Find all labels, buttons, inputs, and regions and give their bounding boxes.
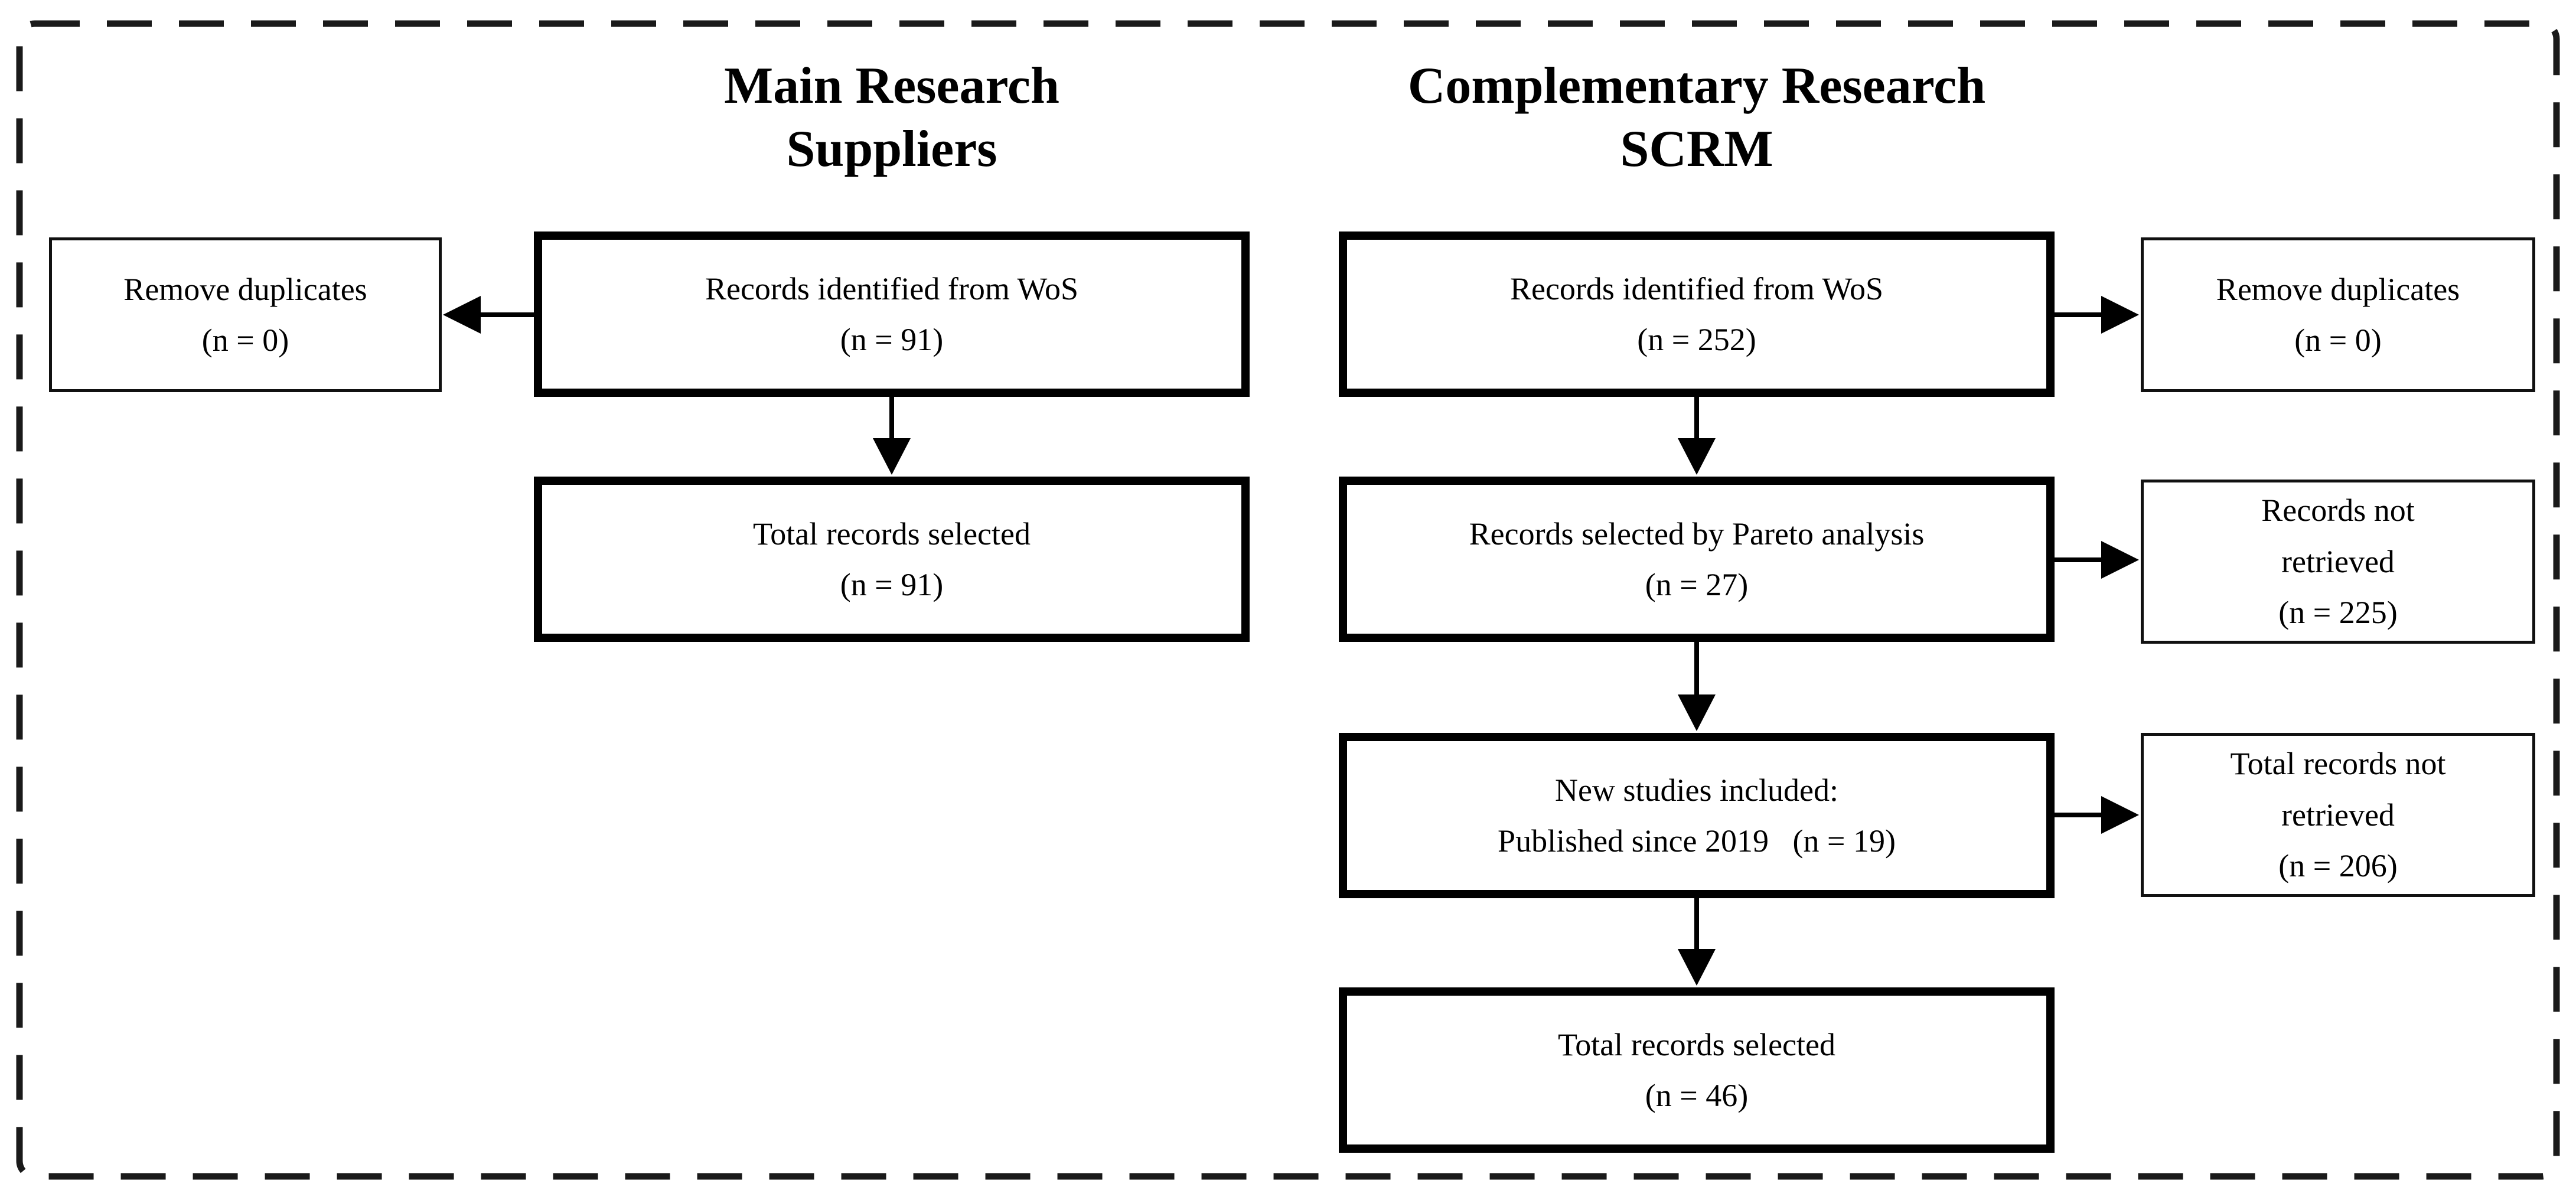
arrow-new-studies-to-total-not-retrieved bbox=[2053, 796, 2139, 834]
box-main-remove-duplicates: Remove duplicates (n = 0) bbox=[49, 237, 442, 392]
main-column-title: Main Research Suppliers bbox=[724, 57, 1059, 178]
box-scrm-pareto-selected: Records selected by Pareto analysis (n =… bbox=[1339, 477, 2055, 642]
box-scrm-total-not-retrieved: Total records not retrieved (n = 206) bbox=[2141, 733, 2535, 897]
box-main-total-selected-label: Total records selected (n = 91) bbox=[753, 516, 1031, 602]
box-scrm-remove-duplicates: Remove duplicates (n = 0) bbox=[2141, 237, 2535, 392]
box-scrm-records-identified: Records identified from WoS (n = 252) bbox=[1339, 231, 2055, 397]
box-scrm-remove-duplicates-label: Remove duplicates (n = 0) bbox=[2216, 271, 2460, 358]
arrow-new-studies-to-total-selected bbox=[1678, 897, 1716, 986]
scrm-column-title: Complementary Research SCRM bbox=[1407, 57, 1986, 178]
box-main-records-identified-label: Records identified from WoS (n = 91) bbox=[705, 270, 1079, 357]
arrow-main-to-total-selected bbox=[873, 396, 911, 475]
box-scrm-total-not-retrieved-label: Total records not retrieved (n = 206) bbox=[2230, 746, 2446, 884]
arrow-scrm-to-remove-duplicates bbox=[2053, 296, 2139, 334]
box-scrm-records-not-retrieved-label: Records not retrieved (n = 225) bbox=[2261, 493, 2415, 631]
box-main-records-identified: Records identified from WoS (n = 91) bbox=[534, 231, 1250, 397]
box-scrm-new-studies-label: New studies included: Published since 20… bbox=[1498, 772, 1896, 859]
box-main-remove-duplicates-label: Remove duplicates (n = 0) bbox=[123, 271, 367, 358]
box-scrm-total-selected: Total records selected (n = 46) bbox=[1339, 987, 2055, 1153]
arrow-pareto-to-new-studies bbox=[1678, 641, 1716, 731]
box-scrm-new-studies: New studies included: Published since 20… bbox=[1339, 733, 2055, 898]
outer-dashed-border bbox=[16, 20, 2560, 1180]
arrow-main-to-remove-duplicates bbox=[443, 296, 535, 334]
box-main-total-selected: Total records selected (n = 91) bbox=[534, 477, 1250, 642]
arrow-pareto-to-not-retrieved bbox=[2053, 541, 2139, 579]
box-scrm-records-identified-label: Records identified from WoS (n = 252) bbox=[1509, 270, 1884, 357]
arrow-scrm-to-pareto bbox=[1678, 396, 1716, 475]
box-scrm-records-not-retrieved: Records not retrieved (n = 225) bbox=[2141, 480, 2535, 644]
box-scrm-total-selected-label: Total records selected (n = 46) bbox=[1558, 1026, 1835, 1113]
box-scrm-pareto-selected-label: Records selected by Pareto analysis (n =… bbox=[1469, 516, 1925, 602]
